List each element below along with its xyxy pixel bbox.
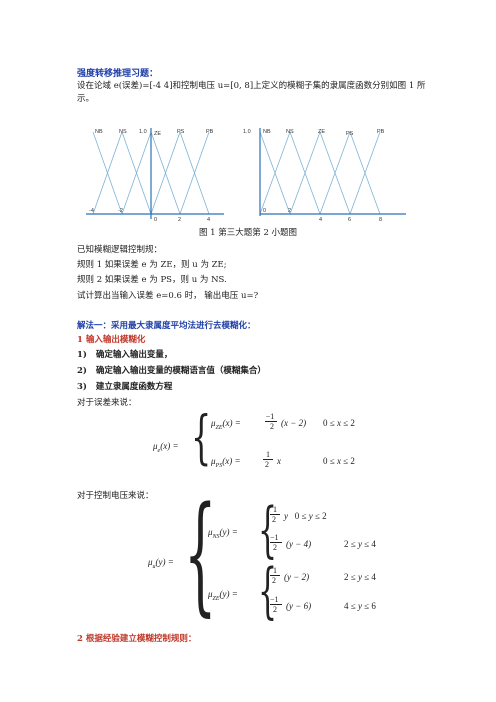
voltage-label: 对于控制电压来说： — [77, 491, 154, 501]
voltage-membership-figure: 1.0 NB NS ZE PS PB 0 2 4 6 8 — [243, 128, 406, 222]
step-1: 1) 确定输入输出变量， — [77, 349, 172, 362]
voltage-membership-equation: μu(y) = { μNS(y) = { 1 2 y 0 ≤ y ≤ 2 −1 … — [148, 480, 376, 629]
tick-8: 8 — [379, 217, 382, 222]
set-ns-line — [259, 130, 321, 215]
step-3: 3) 建立隶属度函数方程 — [77, 381, 172, 394]
label-ps: PS — [346, 131, 354, 137]
intro-line-1: 设在论域 e(误差)=[-4 4]和控制电压 u=[0, 8]上定义的模糊子集的… — [77, 81, 426, 91]
step-number: 3) — [77, 382, 87, 392]
set-ps-line — [150, 130, 210, 215]
label-ze: ZE — [154, 131, 161, 137]
tick-6: 6 — [348, 217, 351, 222]
set-ns-line — [92, 130, 152, 215]
error-membership-equation: μe(x) = { μZE(x) = −1 2 (x − 2) 0 ≤ x ≤ … — [153, 403, 355, 471]
question: 试计算出当输入误差 e=0.6 时， 输出电压 u=? — [77, 291, 259, 301]
label-ns: NS — [119, 129, 127, 135]
intro-line-2: 示。 — [77, 94, 95, 104]
tick-0: 0 — [154, 217, 157, 222]
rule-2: 规则 2 如果误差 e 为 PS，则 u 为 NS. — [77, 275, 227, 285]
tick-m2: -2 — [118, 208, 123, 214]
tick-0: 0 — [263, 208, 266, 214]
section-2-heading: 2 根据经验建立模糊控制规则： — [77, 634, 197, 644]
label-pb: PB — [377, 129, 385, 135]
label-ps: PS — [177, 129, 185, 135]
label-peak: 1.0 — [243, 129, 251, 135]
tick-2: 2 — [288, 208, 291, 214]
label-ze: ZE — [318, 129, 325, 135]
section-1-heading: 1 输入输出模糊化 — [77, 335, 146, 345]
label-ns: NS — [286, 129, 294, 135]
tick-4: 4 — [319, 217, 322, 222]
error-membership-figure: NB NS 1.0 ZE PS PB -4 -2 0 2 4 — [86, 128, 224, 222]
set-ps-line — [319, 130, 381, 215]
tick-4: 4 — [207, 217, 210, 222]
solution-heading: 解法一：采用最大隶属度平均法进行去模糊化： — [77, 321, 256, 331]
figure-caption: 图 1 第三大题第 2 小题图 — [198, 228, 298, 238]
label-peak: 1.0 — [139, 129, 147, 135]
rules-intro: 已知模糊逻辑控制规： — [77, 245, 163, 255]
step-2: 2) 确定输入输出变量的模糊语言值（模糊集合） — [77, 365, 266, 378]
label-nb: NB — [95, 129, 103, 135]
step-text: 确定输入输出变量的模糊语言值（模糊集合） — [95, 366, 266, 376]
rule-1: 规则 1 如果误差 e 为 ZE，则 u 为 ZE; — [77, 260, 227, 270]
label-nb: NB — [263, 129, 271, 135]
set-pb-line — [179, 131, 210, 215]
set-ze-line — [289, 130, 351, 215]
step-text: 建立隶属度函数方程 — [95, 382, 173, 392]
label-pb: PB — [206, 129, 214, 135]
step-text: 确定输入输出变量， — [95, 350, 173, 360]
step-number: 2) — [77, 366, 87, 376]
set-pb-line — [349, 131, 381, 215]
tick-m4: -4 — [89, 208, 94, 214]
tick-2: 2 — [178, 217, 181, 222]
step-number: 1) — [77, 350, 87, 360]
exercise-title: 强度转移推理习题： — [77, 69, 159, 79]
error-label: 对于误差来说： — [77, 398, 137, 408]
